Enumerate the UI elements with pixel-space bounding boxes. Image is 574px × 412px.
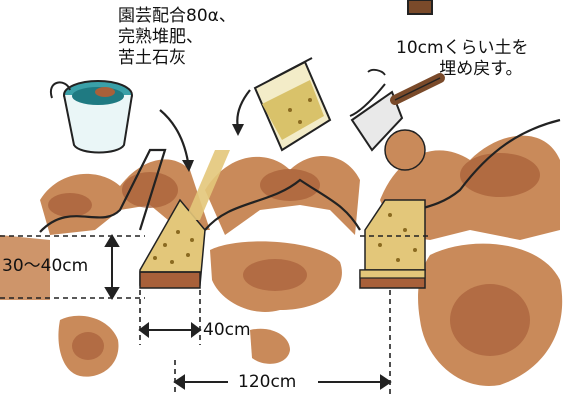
guide-lines <box>0 235 430 395</box>
amendment-arrowhead-1 <box>182 160 194 172</box>
right-trench <box>359 199 426 289</box>
trench-width-label: 40cm <box>203 320 251 340</box>
amendment-arrowhead-2 <box>232 124 244 136</box>
subsoil-shading <box>72 259 530 360</box>
amendment-line-2: 完熟堆肥、 <box>118 27 203 47</box>
width-dimension <box>138 322 202 338</box>
bucket-icon <box>49 80 133 154</box>
refill-arrow <box>349 83 386 117</box>
refill-line-2: 埋め戻す。 <box>439 59 523 79</box>
amendment-label: 園芸配合80α、 完熟堆肥、 苦土石灰 <box>118 6 236 69</box>
spacing-dimension <box>173 374 392 390</box>
left-trench <box>139 150 230 289</box>
top-handle <box>407 0 433 15</box>
depth-label: 30〜40cm <box>2 256 89 276</box>
shovel-icon <box>350 68 445 171</box>
spacing-label: 120cm <box>238 372 297 392</box>
refill-label: 10cmくらい土を 埋め戻す。 <box>396 38 529 80</box>
amendment-arrow-2 <box>236 89 251 129</box>
amendment-arrow-1 <box>159 109 190 163</box>
amendment-line-3: 苦土石灰 <box>118 48 186 68</box>
soil-shading <box>48 153 540 217</box>
fertilizer-bag-icon <box>253 57 332 152</box>
amendment-line-1: 園芸配合80α、 <box>118 6 236 26</box>
depth-dimension <box>104 234 120 300</box>
refill-line-1: 10cmくらい土を <box>396 38 529 58</box>
